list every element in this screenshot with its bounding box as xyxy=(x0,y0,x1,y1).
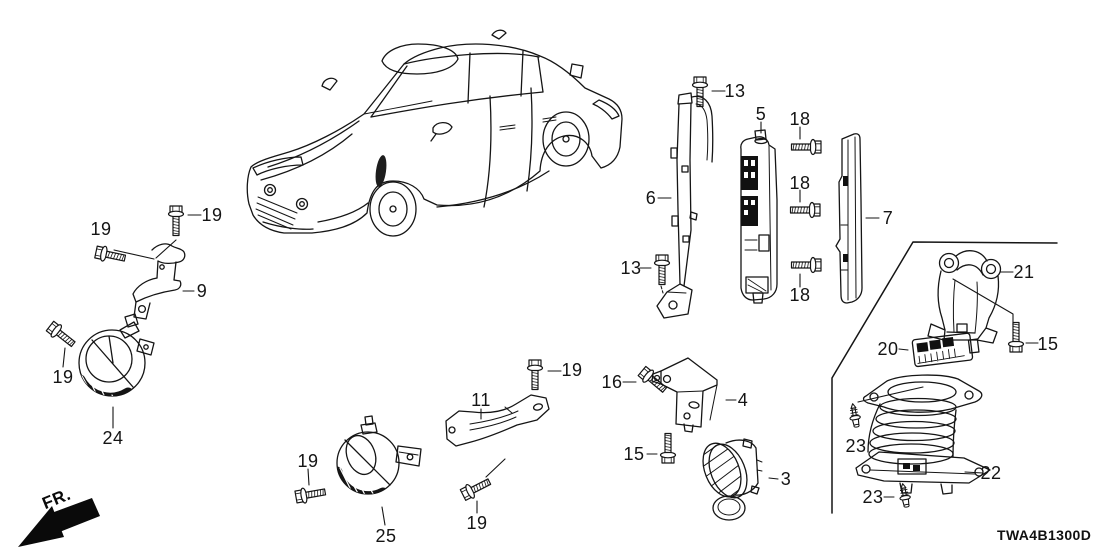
leader-lines xyxy=(62,90,1039,526)
part-21-bracket xyxy=(927,250,1002,344)
part-3-unit xyxy=(695,437,763,521)
part-4-bracket xyxy=(651,357,718,433)
part-7-cover xyxy=(835,133,863,304)
part-5-control-unit xyxy=(740,129,778,304)
part-9-bracket xyxy=(132,243,186,320)
front-direction-arrow xyxy=(18,498,100,547)
detail-region-border xyxy=(831,241,1058,514)
part-20-unit xyxy=(911,332,980,368)
part-6-bracket xyxy=(656,92,714,319)
part-11-bracket xyxy=(445,394,550,447)
car-illustration xyxy=(246,29,623,237)
part-22-unit xyxy=(855,374,991,495)
diagram-code: TWA4B1300D xyxy=(997,527,1092,543)
part-25-horn xyxy=(336,415,422,495)
part-24-horn xyxy=(78,313,155,397)
